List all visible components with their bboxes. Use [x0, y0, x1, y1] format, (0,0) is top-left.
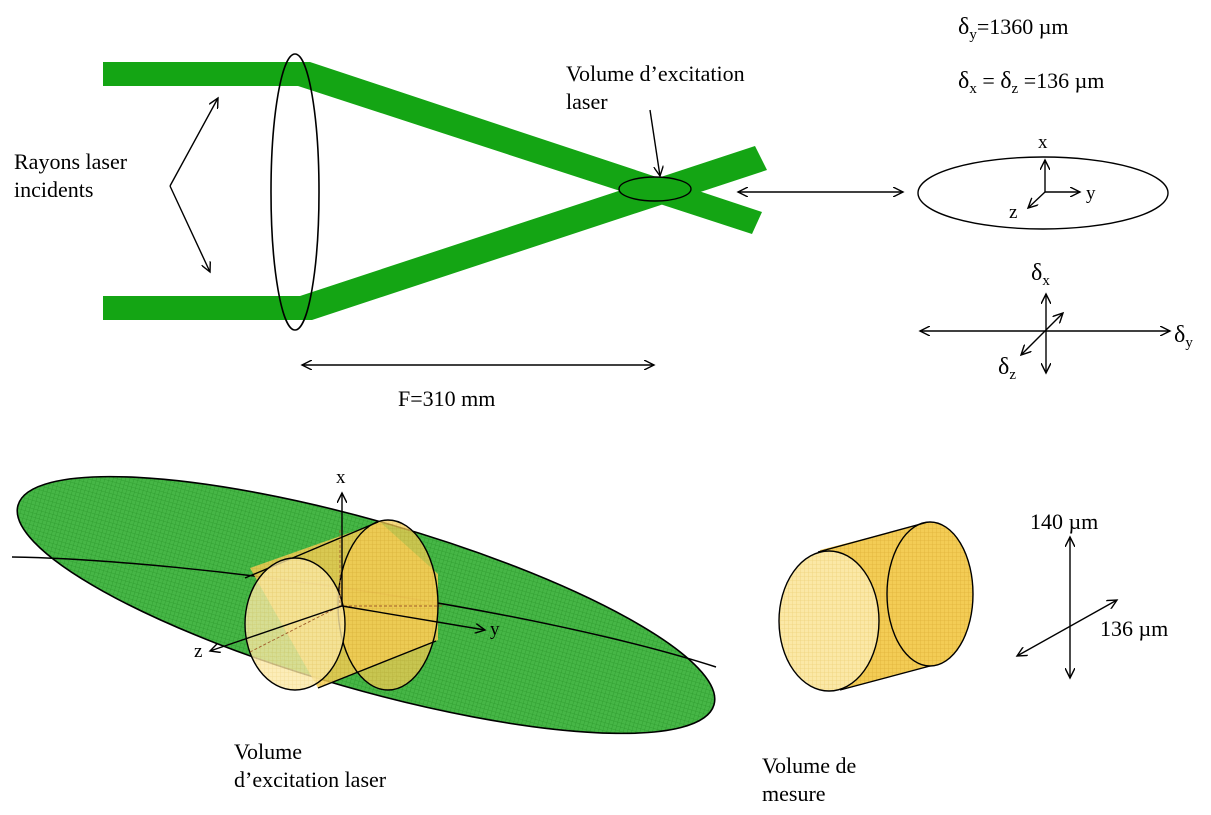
delta-y-symbol: δ [958, 14, 970, 40]
delta-z-symbol: δ [1000, 68, 1012, 94]
measurement-volume-cylinder [778, 521, 974, 692]
delta-cross-z-label: δz [998, 352, 1016, 385]
excitation-caption: Volume d’excitation laser [234, 738, 386, 793]
ellipse-axis-z-label: z [1009, 202, 1018, 223]
excitation-pointer-arrow [649, 109, 660, 176]
bottom-axis-y-label: y [490, 619, 500, 640]
delta-y-sub: y [969, 27, 977, 43]
delta-cross-x-label: δx [1031, 258, 1050, 291]
incident-label-line1: Rayons laser [14, 149, 128, 174]
measurement-cylinder-in-ellipsoid [244, 519, 442, 691]
incident-label: Rayons laser incidents [14, 148, 127, 203]
ellipse-axis-z-arrow [1028, 191, 1046, 208]
ellipse-axis-y-label: y [1086, 183, 1096, 204]
delta-z-arrow [1021, 313, 1063, 355]
focal-length-label: F=310 mm [398, 386, 496, 411]
delta-cross-y-symbol: δ [1174, 322, 1186, 348]
delta-y-number: =1360 µm [976, 14, 1069, 39]
mesure-caption: Volume de mesure [762, 752, 856, 807]
mesure-caption-line1: Volume de [762, 753, 857, 778]
delta-eq: = [976, 68, 1001, 93]
excitation-label-line2: laser [566, 88, 608, 114]
bottom-axis-y-arrow [341, 605, 485, 630]
measurement-front-face [778, 550, 880, 692]
delta-cross-z-symbol: δ [998, 354, 1010, 380]
dim-vertical-label: 140 µm [1030, 509, 1099, 534]
delta-cross-z-sub: z [1009, 367, 1016, 383]
excitation-label: Volume d’excitation laser [566, 60, 745, 115]
lower-incident-beam [103, 296, 300, 320]
delta-xz-number: =136 µm [1018, 68, 1105, 93]
incident-arrow-down [169, 185, 210, 272]
ellipse-axis-x-label: x [1038, 132, 1048, 153]
cylinder-front-face [244, 557, 346, 691]
delta-z-sub: z [1011, 81, 1019, 97]
excitation-label-line1: Volume d’excitation [566, 61, 745, 86]
delta-x-symbol: δ [958, 68, 970, 94]
incident-label-line2: incidents [14, 176, 94, 202]
bottom-axis-z-label: z [194, 641, 203, 662]
lens [270, 53, 320, 331]
mesure-caption-line2: mesure [762, 780, 826, 806]
excitation-focus-ellipse [618, 176, 692, 202]
dim-horizontal-label: 136 µm [1100, 616, 1169, 641]
delta-xz-value: δx = δz =136 µm [958, 66, 1104, 99]
delta-cross-x-sub: x [1042, 273, 1050, 289]
delta-x-sub: x [969, 81, 977, 97]
bottom-axis-z-arrow [210, 605, 343, 651]
lower-focused-beam [300, 146, 767, 320]
upper-incident-beam [103, 62, 300, 86]
excitation-caption-line1: Volume [234, 739, 303, 764]
delta-cross-y-label: δy [1174, 320, 1193, 353]
delta-cross-x-symbol: δ [1031, 260, 1043, 286]
incident-arrow-up [169, 98, 218, 187]
delta-cross-y-sub: y [1185, 335, 1193, 351]
delta-y-value: δy=1360 µm [958, 12, 1069, 45]
bottom-axis-x-label: x [336, 467, 346, 488]
excitation-caption-line2: d’excitation laser [234, 766, 387, 792]
dim-horizontal-arrow [1017, 600, 1117, 656]
